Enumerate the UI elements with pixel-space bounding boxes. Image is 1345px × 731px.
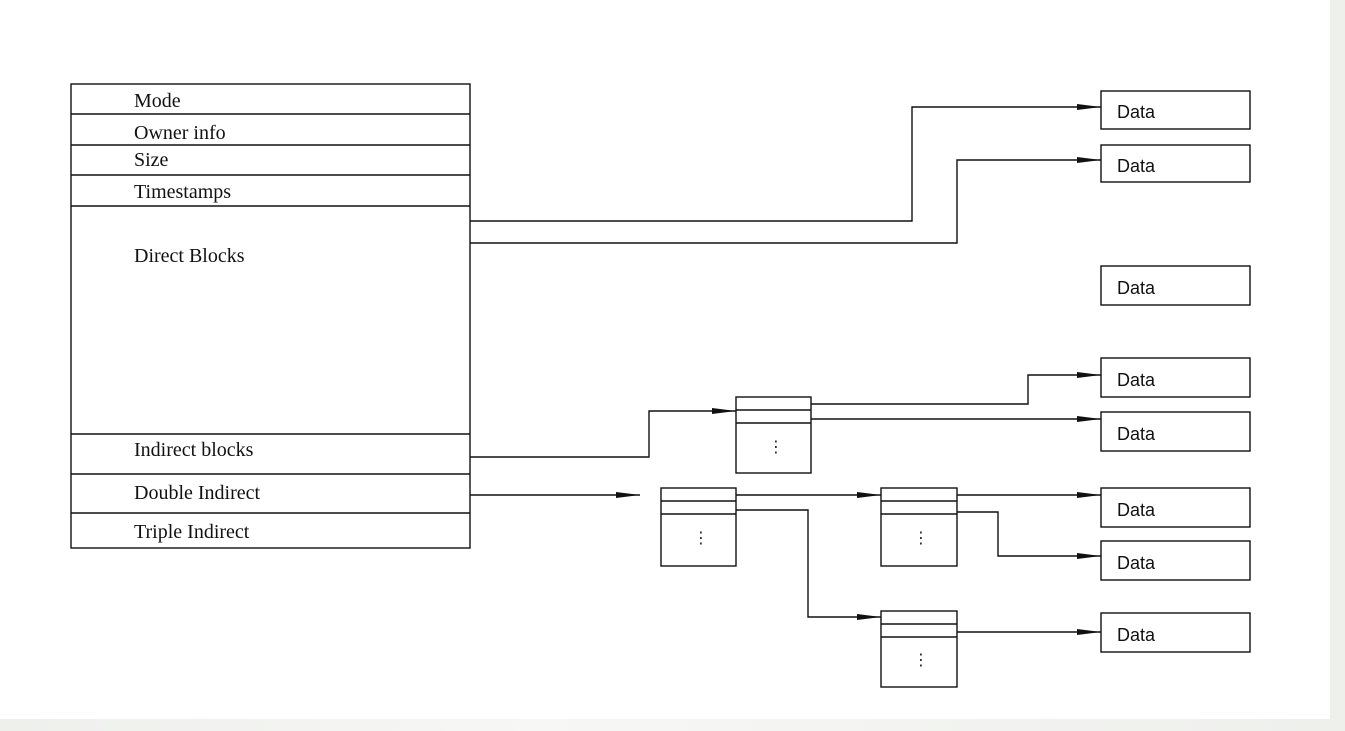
- index-block-outline: [880, 487, 958, 567]
- double-level1-pointer: [736, 509, 881, 620]
- inode-field-size: Size: [134, 149, 169, 171]
- direct-block-pointer: [470, 157, 1101, 244]
- data-block-label: Data: [1117, 500, 1156, 520]
- data-block-label: Data: [1117, 278, 1156, 298]
- data-block-label: Data: [1117, 102, 1156, 122]
- inode-field-direct-blocks: Direct Blocks: [134, 245, 245, 267]
- index-block-ellipsis: ⋮: [913, 528, 929, 547]
- data-block: Data: [1100, 90, 1251, 130]
- double-level2-to-data-pointer: [957, 511, 1101, 559]
- index-block-outline: [880, 610, 958, 688]
- data-block-outline: [1100, 357, 1251, 398]
- index-block-ellipsis: ⋮: [768, 437, 784, 456]
- index-block-indirect: ⋮: [735, 396, 812, 474]
- inode-field-indirect-blocks: Indirect blocks: [134, 439, 254, 461]
- data-block-label: Data: [1117, 156, 1156, 176]
- data-block: Data: [1100, 357, 1251, 398]
- inode-table: Mode Owner info Size Timestamps Direct B…: [70, 83, 471, 549]
- index-block-ellipsis: ⋮: [913, 650, 929, 669]
- data-block-outline: [1100, 90, 1251, 130]
- index-block-ellipsis: ⋮: [693, 528, 709, 547]
- index-block-double-level1: ⋮: [660, 487, 737, 567]
- data-block-outline: [1100, 612, 1251, 653]
- inode-field-double-indirect: Double Indirect: [134, 482, 261, 504]
- data-block-outline: [1100, 144, 1251, 183]
- data-block-label: Data: [1117, 370, 1156, 390]
- inode-outline: [70, 83, 471, 549]
- data-block-label: Data: [1117, 424, 1156, 444]
- inode-diagram: Mode Owner info Size Timestamps Direct B…: [70, 83, 1251, 688]
- data-block: Data: [1100, 487, 1251, 528]
- data-blocks: Data Data Data Data Data: [1100, 90, 1251, 653]
- direct-block-pointer: [470, 104, 1101, 222]
- data-block-outline: [1100, 265, 1251, 306]
- diagram-canvas: Mode Owner info Size Timestamps Direct B…: [0, 0, 1330, 719]
- index-block-outline: [735, 396, 812, 474]
- index-block-outline: [660, 487, 737, 567]
- data-block-outline: [1100, 540, 1251, 581]
- data-block-outline: [1100, 487, 1251, 528]
- data-block: Data: [1100, 540, 1251, 581]
- inode-field-timestamps: Timestamps: [134, 181, 231, 203]
- indirect-pointer: [470, 408, 736, 458]
- index-block-double-level2-b: ⋮: [880, 610, 958, 688]
- inode-field-owner-info: Owner info: [134, 122, 226, 144]
- indirect-to-data-pointer: [811, 372, 1101, 405]
- inode-field-mode: Mode: [134, 90, 181, 112]
- data-block: Data: [1100, 411, 1251, 452]
- data-block: Data: [1100, 144, 1251, 183]
- data-block: Data: [1100, 265, 1251, 306]
- inode-field-triple-indirect: Triple Indirect: [134, 521, 250, 543]
- data-block: Data: [1100, 612, 1251, 653]
- data-block-label: Data: [1117, 625, 1156, 645]
- data-block-label: Data: [1117, 553, 1156, 573]
- index-block-double-level2-a: ⋮: [880, 487, 958, 567]
- connectors: [470, 104, 1101, 635]
- data-block-outline: [1100, 411, 1251, 452]
